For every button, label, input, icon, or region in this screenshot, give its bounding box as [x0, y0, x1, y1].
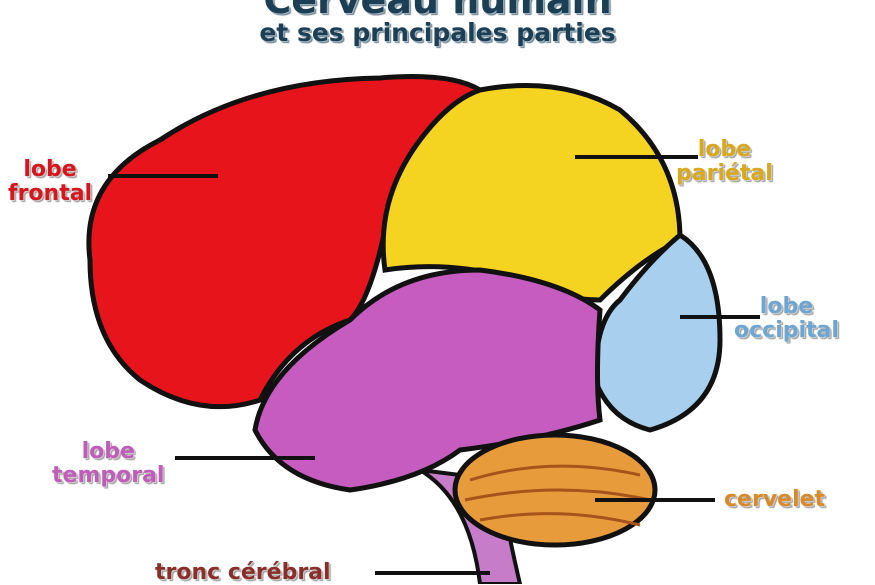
label-line: lobe	[759, 294, 814, 319]
label-line: lobe	[23, 157, 77, 182]
label-cerebellum: cervelet	[724, 487, 826, 512]
label-line: occipital	[734, 318, 839, 343]
label-line: pariétal	[676, 161, 773, 186]
label-line: lobe	[697, 137, 752, 162]
label-frontal-lobe: lobe frontal	[8, 158, 92, 206]
label-occipital-lobe: lobe occipital	[734, 295, 839, 343]
title: Cerveau humain	[263, 0, 612, 22]
occipital-lobe	[592, 231, 723, 433]
label-temporal-lobe: lobe temporal	[52, 440, 164, 488]
label-line: frontal	[8, 181, 93, 206]
label-brainstem: tronc cérébral	[155, 560, 331, 585]
label-line: temporal	[52, 463, 165, 488]
label-line: lobe	[81, 439, 135, 464]
label-parietal-lobe: lobe pariétal	[676, 138, 773, 186]
leader-lines	[108, 155, 760, 575]
subtitle: et ses principales parties	[259, 18, 616, 47]
